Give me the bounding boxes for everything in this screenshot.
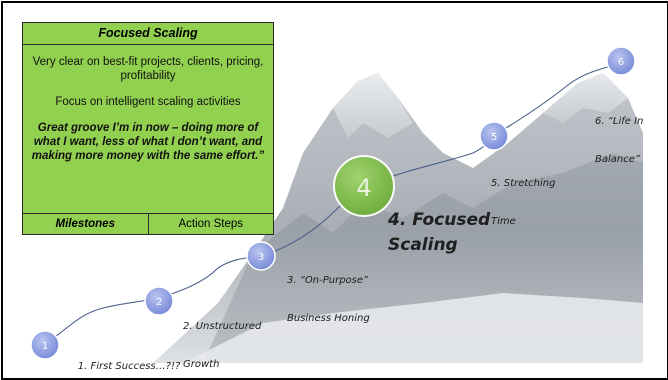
growth-path [44, 62, 624, 346]
stage-2-marker[interactable]: 2 [144, 286, 174, 316]
card-quote: Great groove I’m in now – doing more of … [31, 122, 265, 162]
stage-6-marker[interactable]: 6 [606, 46, 636, 76]
stage-5-label-line1: 5. Stretching [491, 178, 556, 189]
stage-3-number: 3 [258, 252, 264, 263]
stage-1-label-line1: 1. First Success…?!? [77, 360, 181, 372]
stage-1-marker[interactable]: 1 [30, 330, 60, 360]
stage-4-number: 4 [356, 174, 371, 202]
stage-2-label-line2: Growth [183, 358, 220, 370]
mountain-background [153, 73, 643, 363]
stage-5-label: 5. Stretching Time [491, 153, 555, 253]
stage-6-label: 6. “Life In Balance” [595, 91, 643, 191]
stage-4-marker[interactable]: 4 [333, 155, 395, 217]
card-footer: Milestones Action Steps [23, 213, 273, 234]
action-steps-tab[interactable]: Action Steps [178, 218, 244, 230]
card-line-2: Focus on intelligent scaling activities [55, 96, 241, 108]
card-title: Focused Scaling [23, 23, 273, 45]
stage-5-label-line2: Time [491, 215, 516, 227]
stage-2-label-line1: 2. Unstructured [183, 321, 262, 332]
stage-4-label-line1: 4. Focused [388, 210, 491, 230]
card-body: Very clear on best-fit projects, clients… [23, 45, 273, 213]
stage-6-label-line1: 6. “Life In [595, 116, 644, 127]
card-line-1: Very clear on best-fit projects, clients… [32, 56, 264, 82]
mountain-snow [333, 73, 413, 138]
stage-3-marker[interactable]: 3 [246, 241, 276, 271]
stage-5-marker[interactable]: 5 [479, 121, 509, 151]
stage-5-number: 5 [491, 132, 497, 143]
stage-markers: 1 2 3 4 5 6 [30, 46, 636, 360]
milestones-tab[interactable]: Milestones [23, 214, 149, 234]
stage-6-number: 6 [618, 57, 624, 68]
stage-1-number: 1 [42, 341, 48, 352]
mountain-base-snow [183, 293, 643, 363]
stage-3-label-line2: Business Honing [287, 312, 370, 324]
stage-1-label: 1. First Success…?!? [65, 348, 181, 378]
stage-3-label: 3. “On-Purpose” Business Honing [287, 250, 370, 350]
focused-scaling-card: Focused Scaling Very clear on best-fit p… [22, 22, 274, 235]
stage-4-label: 4. Focused Scaling [388, 208, 490, 258]
stage-4-label-line2: Scaling [388, 235, 458, 255]
mountain-scene [44, 62, 643, 363]
stage-6-label-line2: Balance” [595, 153, 641, 165]
stage-3-label-line1: 3. “On-Purpose” [287, 275, 369, 286]
mountain-snow-right [543, 73, 628, 123]
stage-2-label: 2. Unstructured Growth [183, 296, 262, 378]
stage-2-number: 2 [156, 297, 162, 308]
